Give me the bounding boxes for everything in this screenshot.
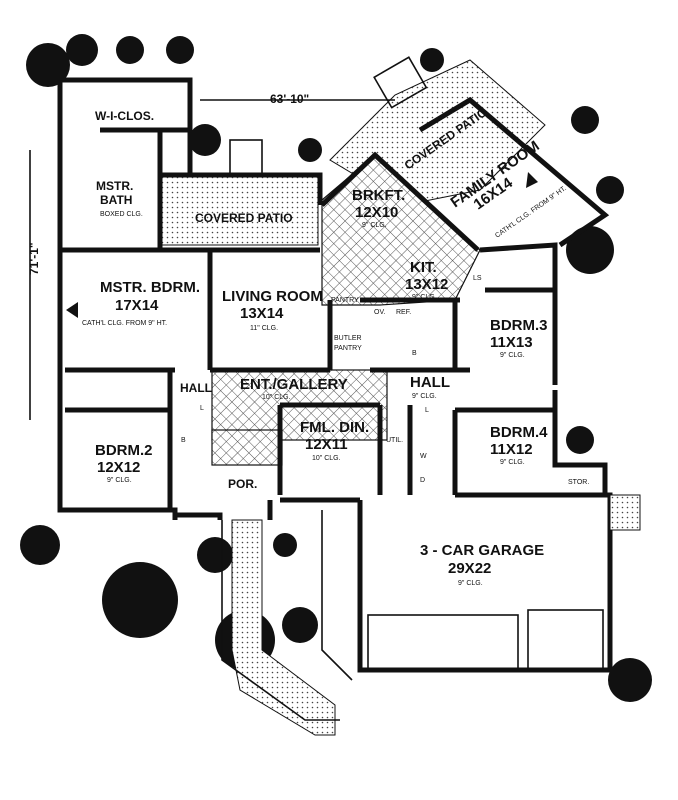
room-brkft: BRKFT. — [352, 187, 405, 204]
fixture-ov: OV. — [374, 309, 385, 316]
shrub-icon — [166, 36, 194, 64]
shrub-icon — [102, 562, 178, 638]
room-mstr-bdrm-size: 17X14 — [115, 297, 159, 314]
shrub-icon — [26, 43, 70, 87]
fixture-b: B — [181, 437, 186, 444]
garage-door — [527, 609, 604, 671]
fixture-b-2: B — [412, 350, 417, 357]
mstr-bath-note: BOXED CLG. — [100, 211, 143, 218]
entry-tile-2 — [211, 429, 283, 466]
dimension-lines — [29, 99, 395, 420]
room-fml-din: FML. DIN. — [300, 419, 369, 436]
room-garage-size: 29X22 — [448, 560, 491, 577]
room-kit-size: 13X12 — [405, 276, 448, 293]
room-bdrm3-ceiling: 9" CLG. — [500, 352, 525, 359]
shrub-icon — [608, 658, 652, 702]
fixture-l-2: L — [425, 407, 429, 414]
room-bdrm2: BDRM.2 — [95, 442, 153, 459]
room-kit-ceiling: 9" CLG. — [412, 294, 437, 301]
room-hall-right-ceiling: 9" CLG. — [412, 393, 437, 400]
fixture-l: L — [200, 405, 204, 412]
shrub-icon — [571, 106, 599, 134]
room-hall-right: HALL — [410, 374, 450, 391]
patio-step — [229, 139, 263, 176]
room-fml-din-ceiling: 10" CLG. — [312, 455, 341, 462]
room-bdrm3-size: 11X13 — [490, 334, 533, 351]
shrub-icon — [66, 34, 98, 66]
fixture-d: D — [420, 477, 425, 484]
room-living: LIVING ROOM — [222, 288, 323, 305]
interior-walls — [60, 127, 605, 510]
room-living-ceiling: 11" CLG. — [250, 325, 278, 332]
landscaping — [20, 34, 652, 702]
room-por: POR. — [228, 477, 257, 491]
fixture-w: W — [420, 453, 427, 460]
shrub-icon — [189, 124, 221, 156]
room-pantry: PANTRY — [331, 297, 359, 304]
room-stor: STOR. — [568, 479, 589, 486]
room-bdrm2-ceiling: 9" CLG. — [107, 477, 132, 484]
room-kit: KIT. — [410, 259, 437, 276]
fixture-ls: LS — [473, 275, 482, 282]
arrow-icon — [66, 302, 78, 318]
shrub-icon — [596, 176, 624, 204]
room-butler-pantry-2: PANTRY — [334, 345, 362, 352]
room-bdrm4-size: 11X12 — [490, 441, 533, 458]
covered-patio-left — [159, 174, 319, 246]
room-mstr-bdrm: MSTR. BDRM. — [100, 279, 200, 296]
dimension-depth: 71'-1" — [27, 242, 41, 275]
room-garage-ceiling: 9" CLG. — [458, 580, 483, 587]
room-util: UTIL. — [386, 437, 403, 444]
room-mstr-bath: MSTR. — [96, 179, 133, 193]
room-entry-ceiling: 10" CLG. — [262, 394, 291, 401]
room-covered-patio-left: COVERED PATIO — [195, 211, 293, 225]
shrub-icon — [420, 48, 444, 72]
shrub-icon — [197, 537, 233, 573]
room-mstr-bdrm-ceiling: CATH'L CLG. FROM 9" HT. — [82, 320, 167, 327]
patio-steps — [373, 56, 428, 109]
room-brkft-ceiling: 9" CLG. — [362, 222, 387, 229]
room-bdrm3: BDRM.3 — [490, 317, 548, 334]
shrub-icon — [566, 226, 614, 274]
shrub-icon — [566, 426, 594, 454]
side-step — [609, 494, 641, 531]
dimension-width: 63'-10" — [270, 92, 309, 106]
room-entry: ENT./GALLERY — [240, 376, 348, 393]
room-butler-pantry: BUTLER — [334, 335, 362, 342]
shrub-icon — [116, 36, 144, 64]
room-bdrm4: BDRM.4 — [490, 424, 548, 441]
room-living-size: 13X14 — [240, 305, 284, 322]
room-fml-din-size: 12X11 — [305, 436, 348, 453]
front-walkway — [221, 510, 353, 736]
room-hall-left: HALL — [180, 381, 212, 395]
fixture-ref: REF. — [396, 309, 411, 316]
shrub-icon — [273, 533, 297, 557]
shrub-icon — [20, 525, 60, 565]
room-brkft-size: 12X10 — [355, 204, 398, 221]
room-garage: 3 - CAR GARAGE — [420, 542, 544, 559]
garage-door — [367, 614, 519, 671]
shrub-icon — [298, 138, 322, 162]
arrow-icon — [526, 172, 538, 188]
room-bdrm2-size: 12X12 — [97, 459, 140, 476]
shrub-icon — [282, 607, 318, 643]
labels: 63'-10" 71'-1" W-I-CLOS. MSTR. BATH BOXE… — [27, 92, 589, 587]
room-wic: W-I-CLOS. — [95, 109, 154, 123]
room-bdrm4-ceiling: 9" CLG. — [500, 459, 525, 466]
room-mstr-bath-2: BATH — [100, 193, 132, 207]
